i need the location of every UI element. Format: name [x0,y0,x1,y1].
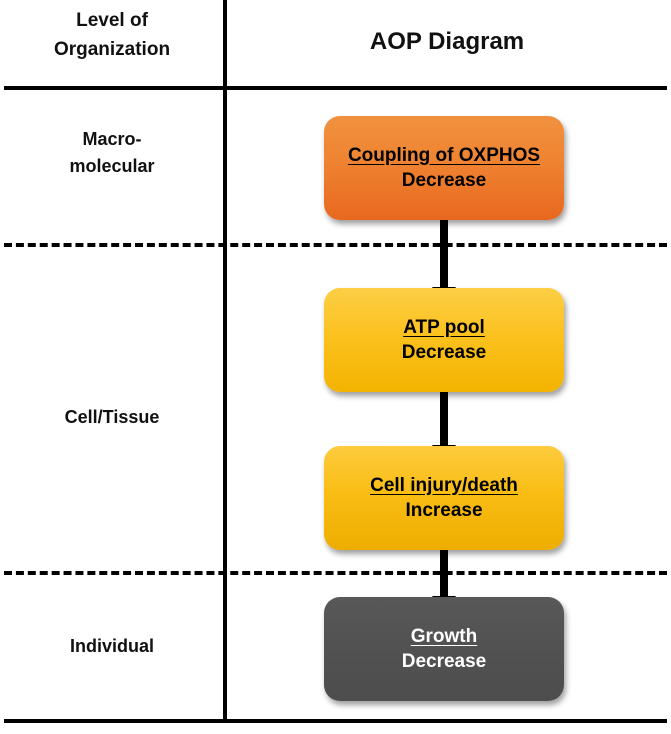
level-label-macromolecular-line1: Macro- [82,129,142,149]
aop-node-direction-coupling-of-oxphos: Decrease [401,169,487,191]
aop-node-title-growth: Growth [410,625,478,647]
aop-node-direction-atp-pool: Decrease [401,341,487,363]
arrow-oxphos-to-atp-icon [432,220,456,303]
column-divider-line [223,0,227,723]
level-header-line2: Organization [53,39,171,60]
aop-node-title-atp-pool: ATP pool [403,316,485,338]
aop-node-atp-pool[interactable]: ATP pool Decrease [324,288,564,392]
aop-node-direction-growth: Decrease [401,650,487,672]
arrow-atp-to-cell-injury-icon [432,392,456,461]
header-divider-line [4,86,667,90]
aop-node-cell-injury-death[interactable]: Cell injury/death Increase [324,446,564,550]
level-label-macromolecular: Macro- molecular [0,126,224,180]
aop-node-title-cell-injury-death: Cell injury/death [370,474,518,496]
level-separator-macromolecular-cell [4,243,667,247]
aop-node-title-coupling-of-oxphos: Coupling of OXPHOS [347,144,541,166]
aop-diagram-header: AOP Diagram [369,28,525,55]
aop-node-coupling-of-oxphos[interactable]: Coupling of OXPHOS Decrease [324,116,564,220]
level-label-macromolecular-line2: molecular [69,156,155,176]
level-separator-cell-individual [4,571,667,575]
arrow-cell-injury-to-growth-icon [432,550,456,612]
level-of-organization-header: Level of Organization [0,6,224,64]
aop-node-direction-cell-injury-death: Increase [405,499,483,521]
level-header-line1: Level of [76,10,148,31]
level-label-individual: Individual [69,636,154,656]
footer-divider-line [4,719,667,723]
level-label-cell-tissue: Cell/Tissue [64,407,160,427]
aop-node-growth[interactable]: Growth Decrease [324,597,564,701]
